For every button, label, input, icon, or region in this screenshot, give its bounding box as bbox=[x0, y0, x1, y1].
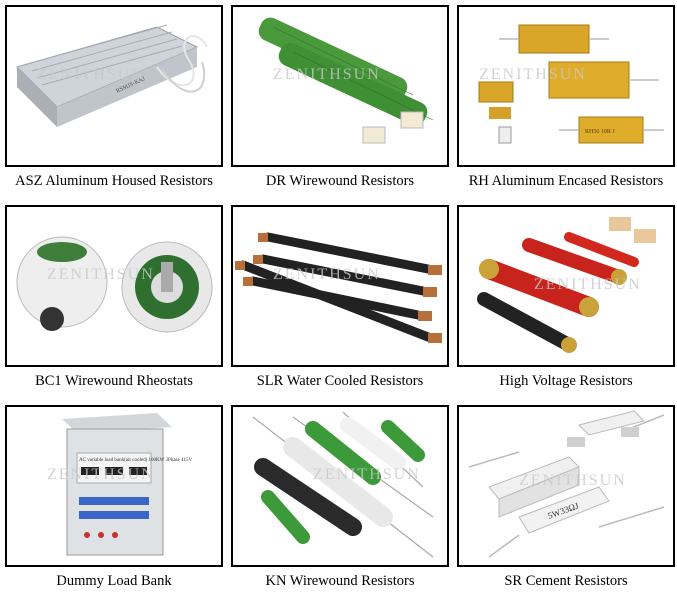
product-caption[interactable]: KN Wirewound Resistors bbox=[265, 573, 415, 589]
green-wirewound-tube-icon: ZENITHSUN bbox=[258, 17, 434, 144]
product-caption[interactable]: SR Cement Resistors bbox=[504, 573, 628, 589]
kn-resistor-icon: ZENITHSUN bbox=[252, 411, 434, 558]
product-image-sr[interactable]: 5W33ΩJ ZENITHSUN bbox=[457, 405, 675, 567]
cement-resistor-icon: 5W33ΩJ ZENITHSUN bbox=[468, 410, 665, 558]
aluminum-housed-resistor-icon: RSMJS-KAJ ZENITHSUN bbox=[16, 24, 208, 127]
product-card-kn[interactable]: ZENITHSUN KN Wirewound Resistors bbox=[231, 405, 449, 605]
product-image-load-bank[interactable]: AC variable load bank(air cooled) 100KW … bbox=[5, 405, 223, 567]
rh-print-label: RH50 10R J bbox=[585, 129, 615, 135]
water-cooled-rods-icon: ZENITHSUN bbox=[235, 232, 442, 343]
product-image-bc1[interactable]: ZENITHSUN bbox=[5, 205, 223, 367]
watermark: ZENITHSUN bbox=[37, 66, 145, 83]
product-card-rh[interactable]: RH50 10R J ZENITHSUN RH Aluminum Encased… bbox=[457, 5, 675, 205]
watermark: ZENITHSUN bbox=[519, 472, 627, 489]
product-card-slr[interactable]: ZENITHSUN SLR Water Cooled Resistors bbox=[231, 205, 449, 405]
product-card-sr[interactable]: 5W33ΩJ ZENITHSUN SR Cement Resistors bbox=[457, 405, 675, 605]
product-caption[interactable]: SLR Water Cooled Resistors bbox=[256, 373, 424, 389]
load-bank-panel-label: AC variable load bank(air cooled) 100KW … bbox=[79, 458, 192, 463]
product-card-hv[interactable]: ZENITHSUN High Voltage Resistors bbox=[457, 205, 675, 405]
high-voltage-resistor-icon: ZENITHSUN bbox=[477, 217, 656, 353]
product-card-asz[interactable]: RSMJS-KAJ ZENITHSUN ASZ Aluminum Housed … bbox=[5, 5, 223, 205]
product-image-asz[interactable]: RSMJS-KAJ ZENITHSUN bbox=[5, 5, 223, 167]
product-card-load-bank[interactable]: AC variable load bank(air cooled) 100KW … bbox=[5, 405, 223, 605]
product-caption[interactable]: High Voltage Resistors bbox=[499, 373, 633, 389]
watermark: ZENITHSUN bbox=[479, 66, 587, 83]
product-caption[interactable]: ASZ Aluminum Housed Resistors bbox=[15, 173, 213, 189]
product-image-hv[interactable]: ZENITHSUN bbox=[457, 205, 675, 367]
watermark: ZENITHSUN bbox=[273, 66, 381, 83]
rheostat-icon: ZENITHSUN bbox=[16, 236, 213, 333]
product-card-bc1[interactable]: ZENITHSUN BC1 Wirewound Rheostats bbox=[5, 205, 223, 405]
watermark: ZENITHSUN bbox=[47, 266, 155, 283]
watermark: ZENITHSUN bbox=[47, 466, 155, 483]
watermark: ZENITHSUN bbox=[534, 276, 642, 293]
product-caption[interactable]: BC1 Wirewound Rheostats bbox=[35, 373, 193, 389]
product-caption[interactable]: RH Aluminum Encased Resistors bbox=[468, 173, 664, 189]
product-image-kn[interactable]: ZENITHSUN bbox=[231, 405, 449, 567]
gold-encased-resistor-icon: RH50 10R J ZENITHSUN bbox=[478, 24, 664, 144]
load-bank-cabinet-icon: AC variable load bank(air cooled) 100KW … bbox=[47, 413, 192, 556]
watermark: ZENITHSUN bbox=[313, 466, 421, 483]
product-caption[interactable]: DR Wirewound Resistors bbox=[265, 173, 415, 189]
product-image-rh[interactable]: RH50 10R J ZENITHSUN bbox=[457, 5, 675, 167]
product-caption[interactable]: Dummy Load Bank bbox=[56, 573, 172, 589]
product-image-slr[interactable]: ZENITHSUN bbox=[231, 205, 449, 367]
watermark: ZENITHSUN bbox=[273, 266, 381, 283]
product-image-dr[interactable]: ZENITHSUN bbox=[231, 5, 449, 167]
product-card-dr[interactable]: ZENITHSUN DR Wirewound Resistors bbox=[231, 5, 449, 205]
